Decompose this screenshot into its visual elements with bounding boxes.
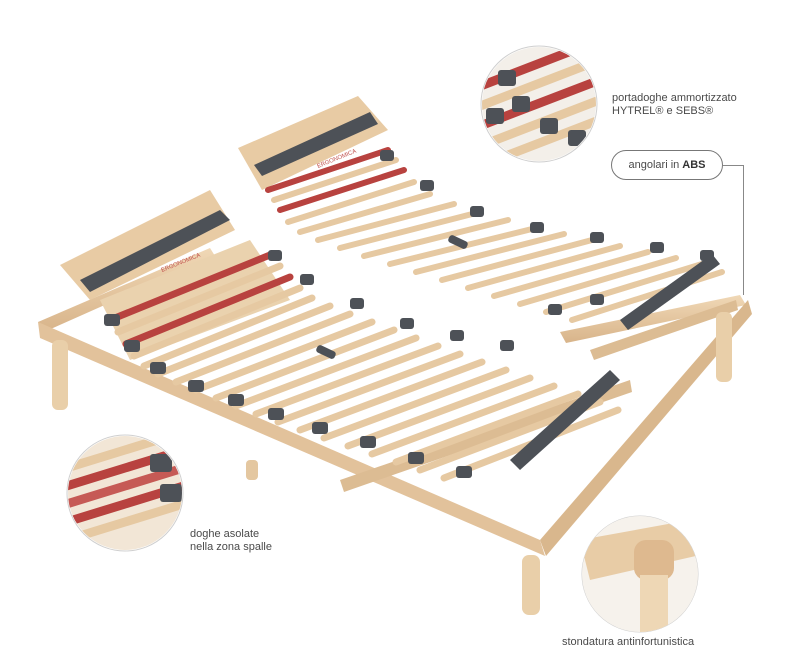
abs-connector-vertical [743,165,744,295]
zoom-circle-rounded-corner [581,515,699,633]
remote-control [316,345,336,359]
remote-control [448,235,468,249]
callout-abs-bold: ABS [682,159,706,171]
slat-holders [104,150,714,478]
left-bed-slats [106,251,622,482]
zoom-circle-dampers [480,45,598,163]
zoom-circle-slotted-slats [66,434,184,552]
callout-rounded-corner: stondatura antinfortunistica [562,636,694,649]
bed-frame [38,248,752,615]
callout-abs-prefix: angolari in [628,159,680,171]
callout-slotted-line1: doghe asolate [190,528,260,540]
callout-slotted-line2: nella zona spalle [190,541,272,553]
left-footrest-plate [510,370,620,470]
callout-dampers: portadoghe ammortizzato HYTREL® e SEBS® [612,92,737,118]
right-bed-slats [265,147,725,330]
callout-dampers-line2: HYTREL® e SEBS® [612,105,714,117]
callout-dampers-line1: portadoghe ammortizzato [612,92,737,104]
callout-slotted-slats: doghe asolate nella zona spalle [190,528,272,554]
abs-connector-horizontal [723,165,743,166]
right-backrest [238,96,388,190]
callout-rounded-line1: stondatura antinfortunistica [562,636,695,648]
